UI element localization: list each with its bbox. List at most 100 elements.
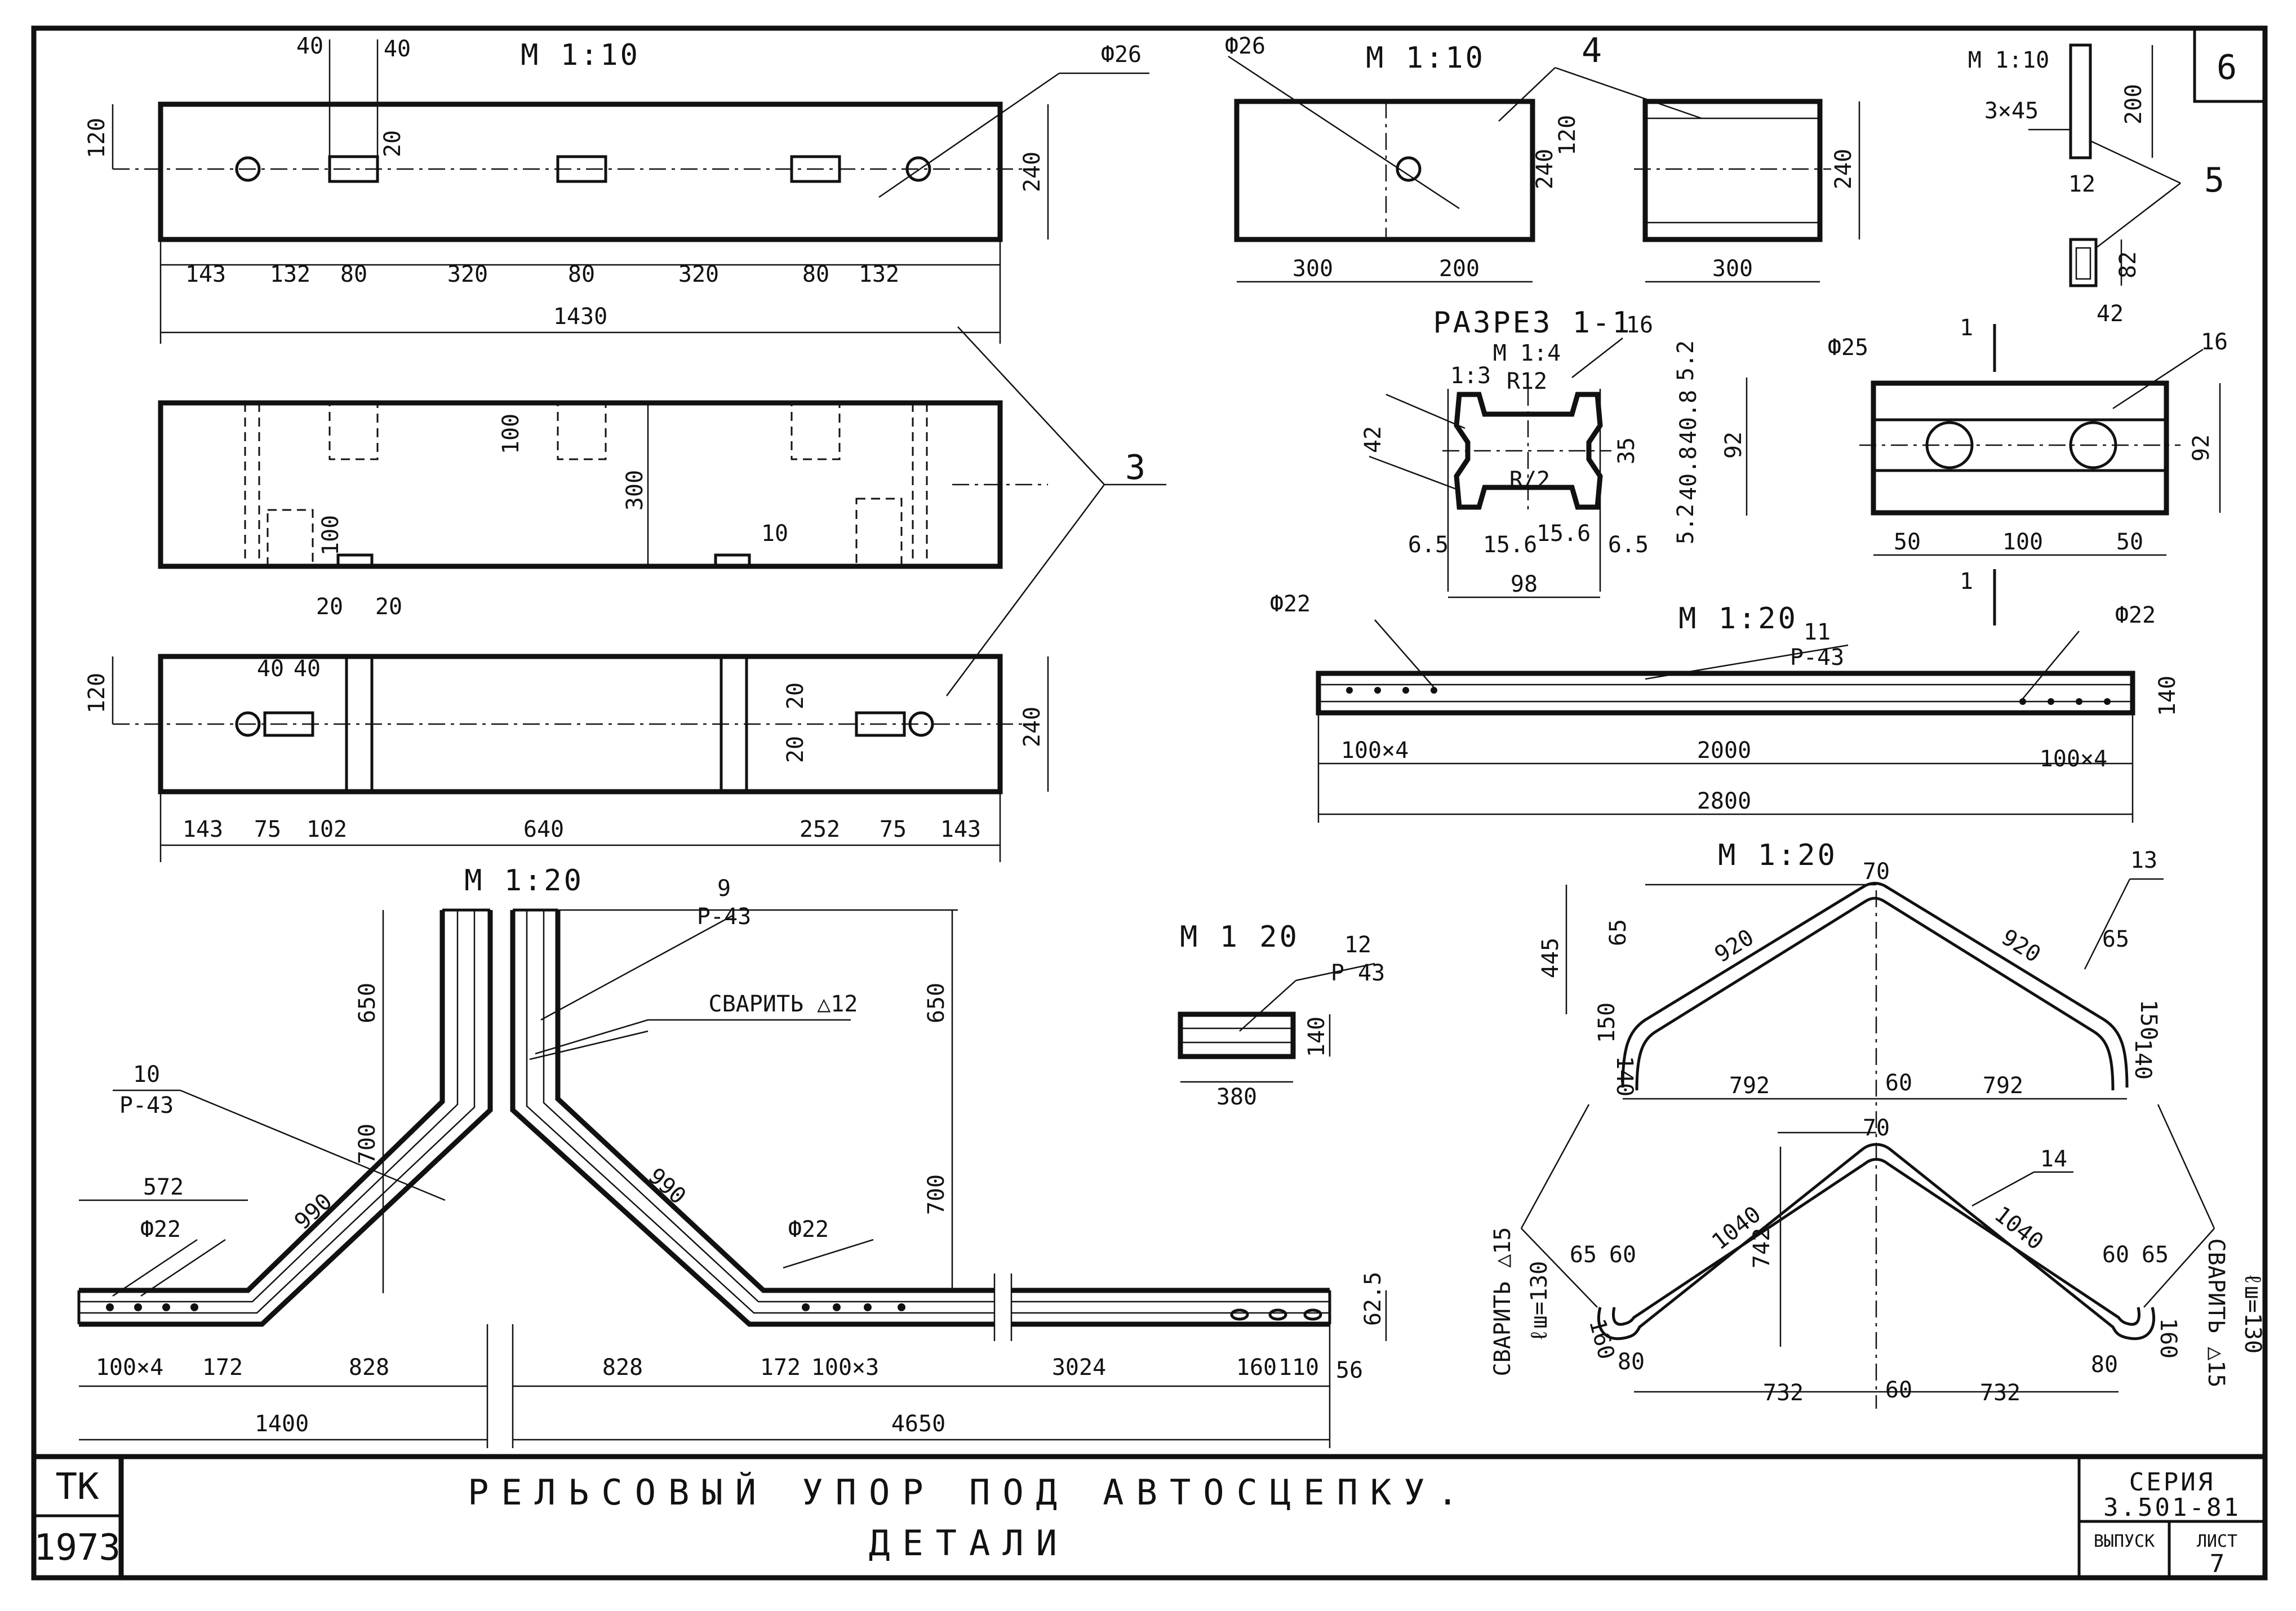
block-scale: М 1:10 [1366, 41, 1485, 75]
beam-dim: 75 [880, 816, 907, 842]
beam-view-3 [112, 654, 1049, 862]
rail9-dim: 110 [1278, 1355, 1319, 1381]
beam-dim: 40 [384, 36, 411, 62]
bent13-dim: 150 [2135, 1000, 2161, 1040]
section-radius: R12 [1507, 369, 1547, 394]
block-dim: 300 [1712, 256, 1753, 282]
plate16-view [1859, 324, 2221, 625]
rail10-dim: 1400 [255, 1411, 309, 1437]
beam-dim: 80 [802, 261, 829, 287]
rail10-dim: 990 [290, 1188, 337, 1235]
section-dim: 15.6 [1483, 532, 1537, 558]
rail10-part-number: 10 [133, 1062, 160, 1088]
series-value: 3.501-81 [2103, 1493, 2241, 1522]
bent14-weld-length-right: ℓш=130 [2240, 1272, 2266, 1353]
rail10-dim: 572 [143, 1174, 184, 1200]
bent14-view [1520, 1104, 2215, 1393]
beam-part-number: 3 [1125, 448, 1151, 487]
beam-dim: 640 [523, 816, 564, 842]
beam-bottom-dim: 40 [294, 656, 321, 682]
section-dim: 92 [1721, 432, 1747, 459]
beam-dim: 80 [340, 261, 367, 287]
beam-bottom-dim: 120 [84, 673, 110, 713]
section-dim: 6.5 [1608, 532, 1649, 558]
rail9-dim: 828 [602, 1355, 643, 1381]
bent14-part-number: 14 [2040, 1146, 2067, 1172]
rail9-dim: 62.5 [1360, 1272, 1386, 1326]
rail11-dim: 140 [2155, 676, 2180, 716]
rail10-hole-dia: Ф22 [140, 1217, 181, 1242]
rail12-dim: 380 [1216, 1084, 1257, 1110]
section-dim: 40.8 [1676, 390, 1702, 444]
rail11-view [1316, 619, 2135, 823]
bent14-dim: 65 [2142, 1242, 2169, 1268]
drawing-subtitle: ДЕТАЛИ [869, 1523, 1069, 1564]
beam-dim: 143 [183, 816, 223, 842]
section-slope: 1:3 [1450, 363, 1491, 389]
series-label: СЕРИЯ [2129, 1468, 2215, 1497]
bent13-dim: 445 [1538, 938, 1564, 978]
plate5-part-number: 5 [2204, 161, 2230, 200]
bent14-dim: 1040 [1989, 1201, 2048, 1255]
bent13-part-number: 13 [2130, 847, 2157, 873]
section-dim: 15.6 [1536, 521, 1591, 547]
rail11-scale: М 1:20 [1678, 602, 1798, 636]
rail9-part-number: 9 [717, 876, 731, 902]
bent13-dim: 65 [1605, 919, 1631, 946]
section-dim: 5.2 [1673, 340, 1699, 381]
rail10-dim: 650 [354, 983, 380, 1023]
plate16-dim: 50 [2116, 529, 2143, 555]
bent13-dim: 140 [1611, 1056, 1637, 1097]
rail9-weld-note: СВАРИТЬ △12 [709, 991, 858, 1017]
plate5-views [2028, 43, 2181, 287]
section-dim: 42 [1360, 426, 1386, 453]
beam-plan-dim: 300 [622, 470, 648, 511]
rail9-view [510, 908, 1387, 1448]
bent14-dim: 80 [1618, 1349, 1645, 1375]
beam-dim: 240 [1019, 152, 1045, 192]
beam-plan-dim: 100 [318, 515, 344, 556]
bent13-dim: 920 [1997, 924, 2045, 968]
beam-hole-dia: Ф26 [1101, 42, 1142, 68]
rail11-dim: 2000 [1697, 738, 1751, 764]
beam-dim: 80 [568, 261, 595, 287]
bent14-dim: 65 [1570, 1242, 1597, 1268]
sheet-value: 7 [2210, 1550, 2225, 1578]
rail9-rail-type: Р-43 [697, 904, 751, 930]
bent14-dim: 60 [2102, 1242, 2129, 1268]
bent13-scale: М 1:20 [1718, 838, 1837, 872]
rail11-rail-type: Р-43 [1790, 645, 1844, 671]
beam-dim: 320 [447, 261, 488, 287]
beam-bottom-dim: 20 [375, 594, 402, 620]
rail10-dim: 700 [354, 1124, 380, 1164]
plate5-chamfer: 3×45 [1984, 98, 2039, 124]
stamp-tk: ТК [55, 1466, 99, 1508]
bent14-dim: 80 [2091, 1352, 2118, 1378]
rail9-dim: 172 [760, 1355, 801, 1381]
plate16-dim: 100 [2002, 529, 2043, 555]
block-views [1228, 55, 1860, 283]
beam-bottom-dim: 20 [316, 594, 343, 620]
beam-dim: 320 [678, 261, 719, 287]
block-hole-dia: Ф26 [1225, 33, 1265, 59]
bent13-dim: 150 [1594, 1002, 1620, 1043]
bent13-dim: 140 [2130, 1039, 2156, 1080]
beam-bottom-dim: 20 [783, 682, 809, 709]
section-1-1 [1369, 338, 1748, 598]
beam-dim: 132 [859, 261, 899, 287]
block-dim: 240 [1831, 149, 1857, 189]
bent14-weld-right: СВАРИТЬ △15 [2203, 1239, 2229, 1388]
bent13-dim: 792 [1729, 1073, 1770, 1099]
beam-bottom-dim: 40 [257, 656, 284, 682]
plate5-scale: М 1:10 [1968, 47, 2050, 73]
rail11-hole-dia-right: Ф22 [2115, 602, 2156, 628]
plate16-hole-dia: Ф25 [1828, 335, 1868, 361]
plate16-cut-bottom: 1 [1960, 569, 1973, 594]
rail12-view [1178, 962, 1375, 1083]
bent14-dim: 732 [1980, 1380, 2020, 1406]
rail12-rail-type: Р 43 [1331, 960, 1385, 986]
issue-label: ВЫПУСК [2094, 1532, 2155, 1551]
bent14-dim: 70 [1863, 1115, 1890, 1141]
drawing-title: РЕЛЬСОВЫЙ УПОР ПОД АВТОСЦЕПКУ. [468, 1472, 1471, 1513]
rail9-dim: 3024 [1052, 1355, 1106, 1381]
